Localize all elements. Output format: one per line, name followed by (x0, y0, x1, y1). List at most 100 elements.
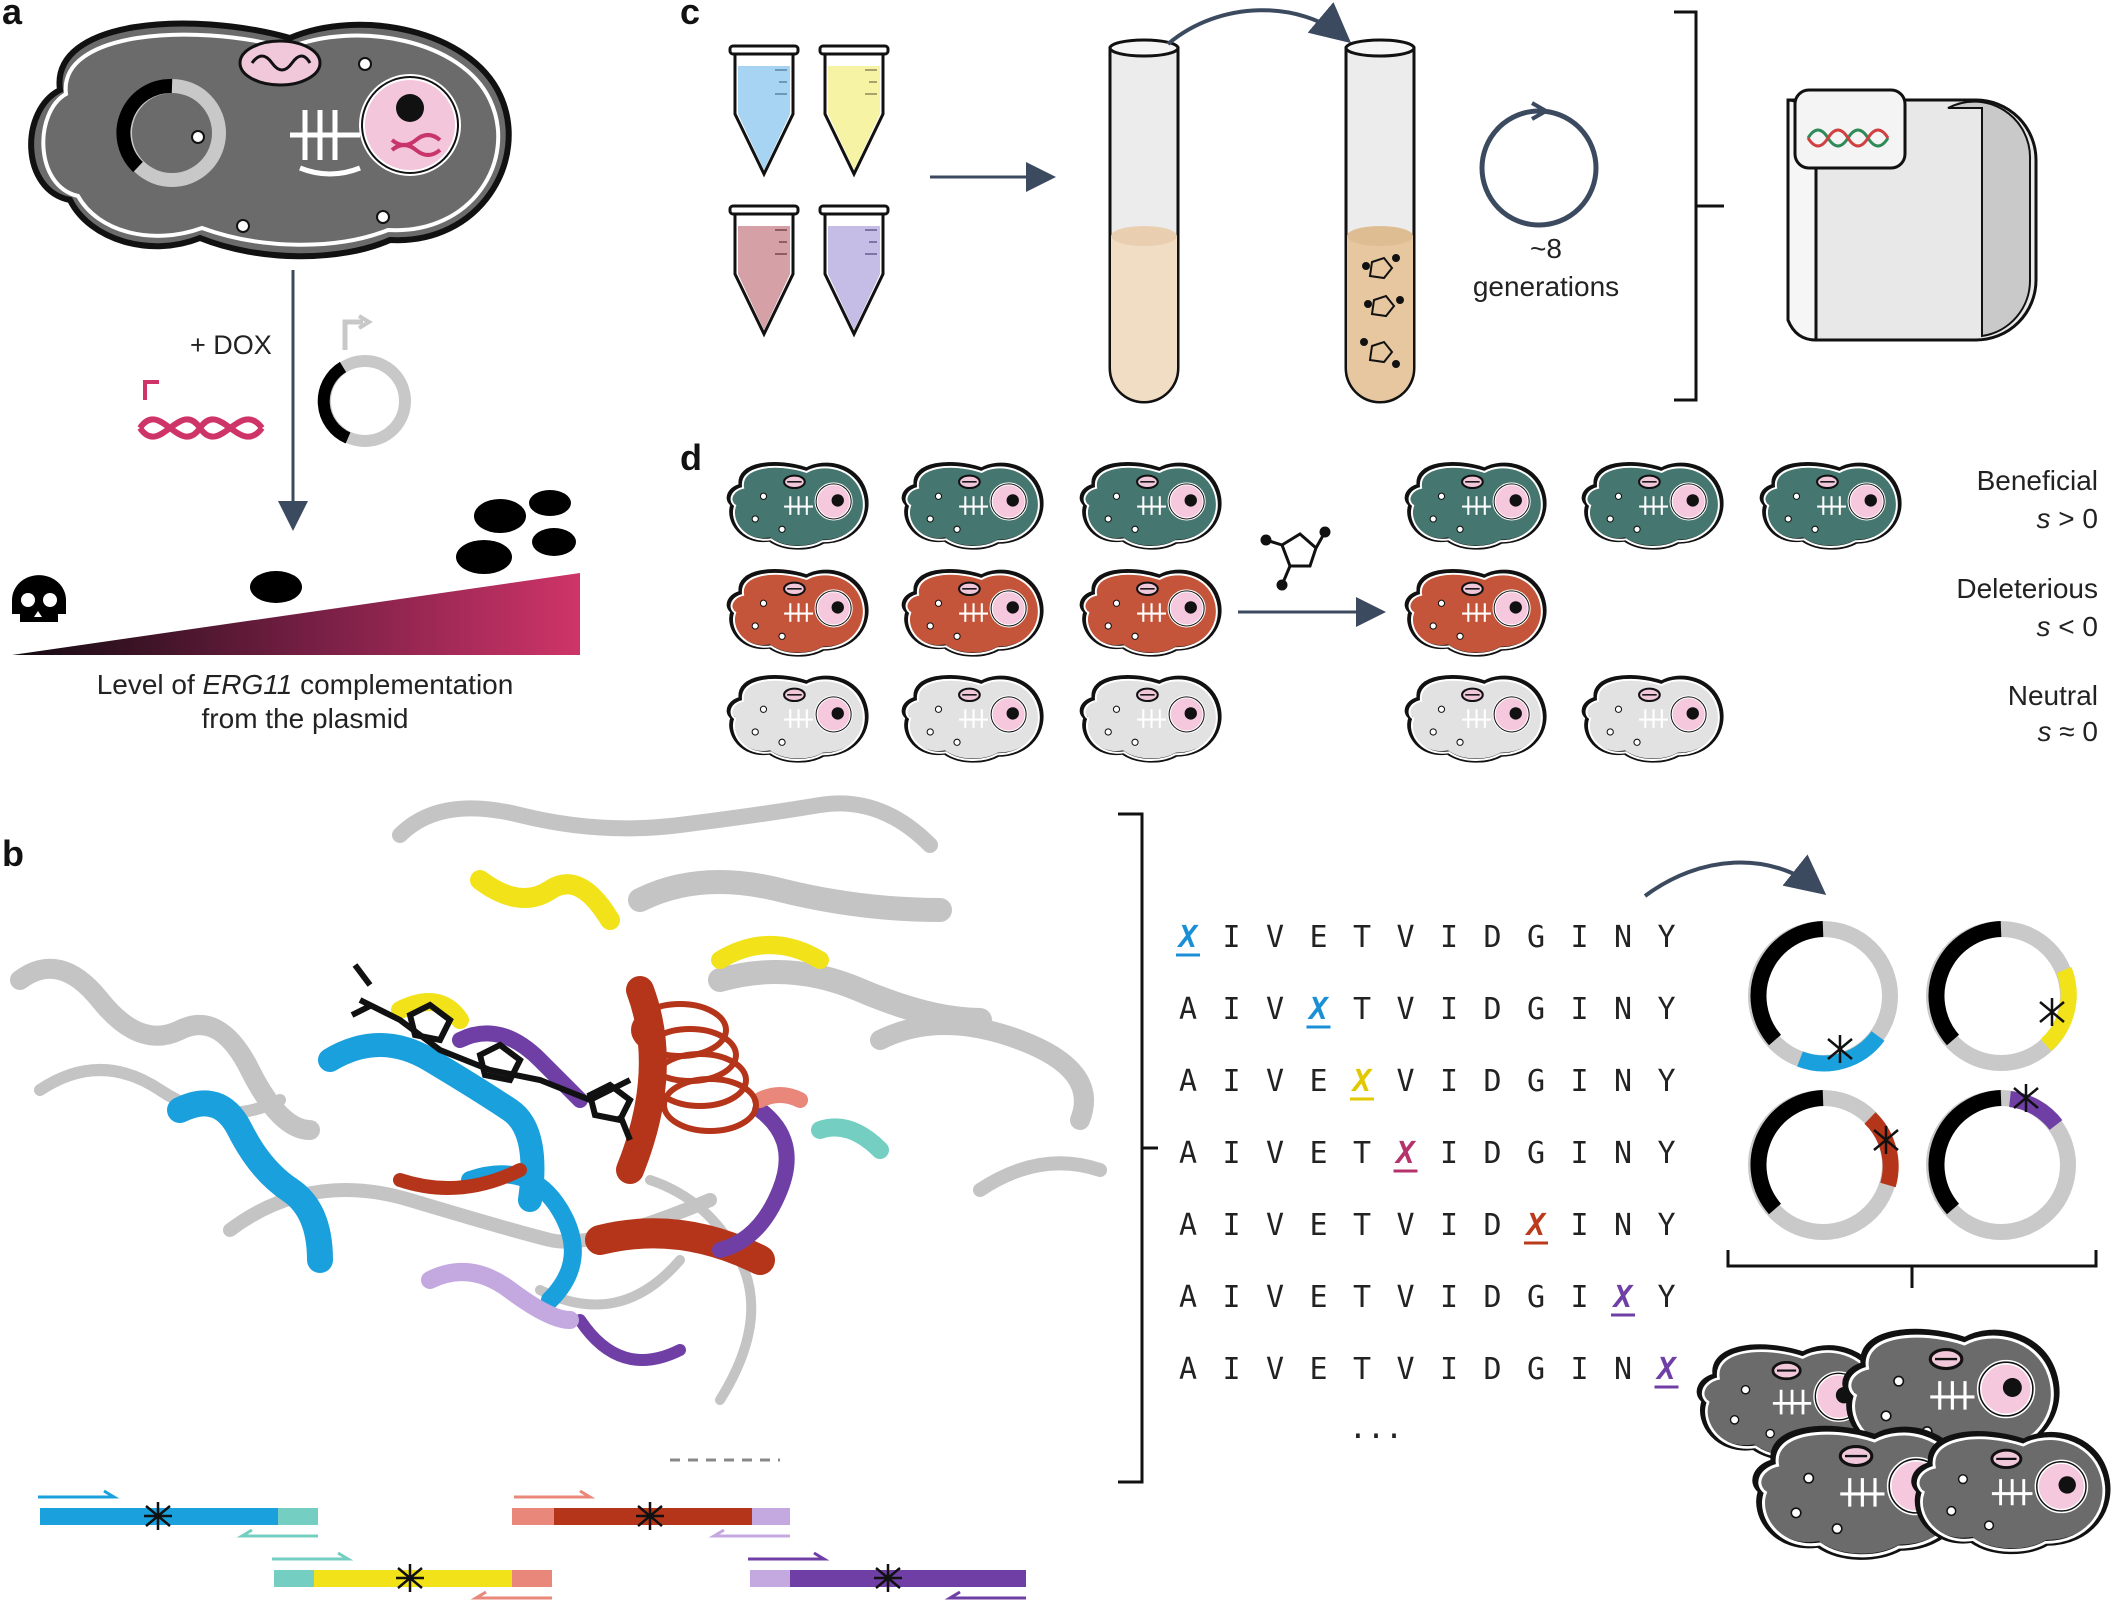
residue-r3-c6: V (1396, 1064, 1414, 1099)
residue-r3-c3: V (1266, 1064, 1284, 1099)
er-icon (290, 110, 361, 177)
sequence-ellipsis: ... (1349, 1411, 1403, 1446)
residue-r6-c3: V (1266, 1280, 1284, 1315)
residue-r7-c10: I (1570, 1352, 1588, 1387)
residue-r1-c2: I (1222, 920, 1240, 955)
tube-red (728, 204, 800, 338)
residue-r5-c5: T (1353, 1208, 1371, 1243)
mutation-site-row-2: X (1306, 992, 1329, 1027)
residue-r6-c7: I (1440, 1280, 1458, 1315)
yeast-cell-beneficial-before-3 (1082, 464, 1220, 548)
residue-r4-c3: V (1266, 1136, 1284, 1171)
residue-r3-c4: E (1309, 1064, 1327, 1099)
segment-yellow (272, 1551, 552, 1600)
pool-bracket (1726, 1250, 2098, 1288)
residue-r6-c4: E (1309, 1280, 1327, 1315)
residue-r3-c11: N (1614, 1064, 1632, 1099)
residue-r2-c5: T (1353, 992, 1371, 1027)
residue-r2-c3: V (1266, 992, 1284, 1027)
yeast-cell-deleterious-before-2 (904, 571, 1042, 655)
residue-r3-c12: Y (1657, 1064, 1675, 1099)
yeast-cell-beneficial-after-3 (1762, 464, 1900, 548)
yeast-cell-neutral-before-2 (904, 677, 1042, 761)
segment-purple (748, 1551, 1026, 1600)
culture-tube-1 (1108, 38, 1180, 404)
beneficial-criterion: s > 0 (2037, 503, 2098, 534)
residue-r7-c6: V (1396, 1352, 1414, 1387)
residue-r7-c7: I (1440, 1352, 1458, 1387)
deleterious-label: Deleterious (1956, 573, 2098, 604)
panel-label-d: d (680, 437, 702, 478)
residue-r4-c9: G (1527, 1136, 1545, 1171)
residue-r3-c8: D (1483, 1064, 1501, 1099)
residue-r4-c10: I (1570, 1136, 1588, 1171)
plasmid-purple (1926, 1084, 2076, 1240)
residue-r2-c7: I (1440, 992, 1458, 1027)
residue-r5-c3: V (1266, 1208, 1284, 1243)
yeast-cell-beneficial-after-2 (1584, 464, 1722, 548)
residue-r4-c7: I (1440, 1136, 1458, 1171)
skull-icon (12, 575, 66, 622)
transformed-yeast-pool (1699, 1332, 2107, 1557)
residue-r4-c5: T (1353, 1136, 1371, 1171)
residue-r5-c1: A (1179, 1208, 1197, 1243)
plasmid-blue (1748, 921, 1898, 1072)
plasmid-yellow (1926, 921, 2077, 1071)
deleterious-criterion: s < 0 (2037, 611, 2098, 642)
residue-r4-c12: Y (1657, 1136, 1675, 1171)
complementation-axis-label-line2: from the plasmid (202, 703, 409, 734)
residue-r2-c12: Y (1657, 992, 1675, 1027)
generations-cycle-icon (1479, 101, 1599, 228)
residue-r1-c3: V (1266, 920, 1284, 955)
mutation-site-row-7: X (1654, 1352, 1677, 1387)
residue-r6-c2: I (1222, 1280, 1240, 1315)
residue-r1-c11: N (1614, 920, 1632, 955)
residue-r3-c7: I (1440, 1064, 1458, 1099)
beneficial-label: Beneficial (1977, 465, 2098, 496)
yeast-cell-neutral-after-2 (1584, 677, 1722, 761)
mutation-site-row-5: X (1524, 1208, 1547, 1243)
variants-bracket (1118, 812, 1144, 1484)
residue-r3-c10: I (1570, 1064, 1588, 1099)
panel-label-c: c (680, 0, 700, 32)
residue-r2-c8: D (1483, 992, 1501, 1027)
generations-label: generations (1473, 271, 1619, 302)
yeast-cell-deleterious-before-3 (1082, 571, 1220, 655)
residue-r1-c10: I (1570, 920, 1588, 955)
ligand-molecule (350, 963, 634, 1142)
residue-r5-c11: N (1614, 1208, 1632, 1243)
yeast-cell-deleterious-before-1 (729, 571, 867, 655)
residue-r7-c2: I (1222, 1352, 1240, 1387)
residue-r4-c2: I (1222, 1136, 1240, 1171)
residue-r3-c2: I (1222, 1064, 1240, 1099)
yeast-cell-beneficial-before-2 (904, 464, 1042, 548)
residue-r6-c6: V (1396, 1280, 1414, 1315)
amplicon-segments (38, 1489, 1026, 1600)
residue-r5-c4: E (1309, 1208, 1327, 1243)
residue-r7-c9: G (1527, 1352, 1545, 1387)
yeast-cell-neutral-after-1 (1407, 677, 1545, 761)
culture-tube-2 (1344, 38, 1416, 404)
panel-label-b: b (2, 833, 24, 874)
plasmid-variants (1748, 921, 2077, 1240)
residue-r7-c11: N (1614, 1352, 1632, 1387)
residue-r2-c1: A (1179, 992, 1197, 1027)
drug-molecule-icon (1360, 254, 1404, 368)
residue-r4-c11: N (1614, 1136, 1632, 1171)
residue-r1-c6: V (1396, 920, 1414, 955)
sequencer-icon (1786, 88, 2038, 342)
residue-r5-c6: V (1396, 1208, 1414, 1243)
residue-r4-c8: D (1483, 1136, 1501, 1171)
yeast-cell-deleterious-after-1 (1407, 571, 1545, 655)
dox-label: + DOX (190, 330, 272, 360)
residue-r7-c3: V (1266, 1352, 1284, 1387)
residue-r4-c1: A (1179, 1136, 1197, 1171)
residue-r5-c12: Y (1657, 1208, 1675, 1243)
tube-purple (818, 204, 890, 338)
plasmid-icon (116, 78, 226, 187)
helix-coil (631, 1001, 759, 1134)
mitochondrion-icon (238, 39, 322, 87)
residue-r6-c12: Y (1657, 1280, 1675, 1315)
tube-yellow (818, 44, 890, 178)
